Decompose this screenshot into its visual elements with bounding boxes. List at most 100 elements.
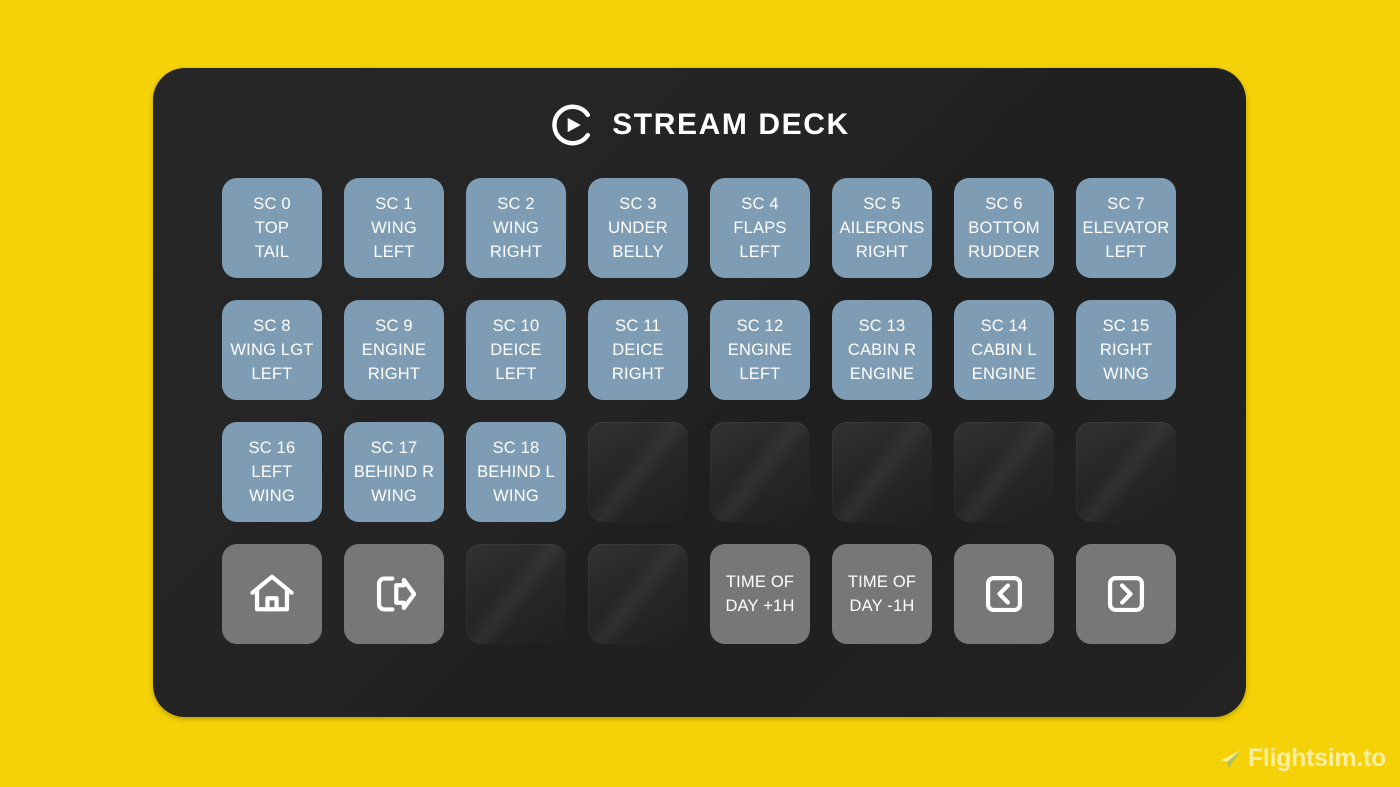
key-label-line: SC 0 [253, 195, 291, 213]
key-label-line: SC 7 [1107, 195, 1145, 213]
key-label-line: CABIN L [971, 341, 1037, 359]
flightsim-watermark: Flightsim.to [1219, 746, 1386, 771]
key-r1c1-sc-0-top-tail[interactable]: SC 0 TOP TAIL [222, 178, 322, 278]
elgato-logo-icon [549, 102, 595, 148]
key-r3c1-sc-16-left-wing[interactable]: SC 16 LEFT WING [222, 422, 322, 522]
key-label-line: UNDER [608, 219, 668, 237]
key-r1c6-sc-5-ailerons-right[interactable]: SC 5 AILERONS RIGHT [832, 178, 932, 278]
key-r1c4-sc-3-under-belly[interactable]: SC 3 UNDER BELLY [588, 178, 688, 278]
key-label-line: LEFT [739, 243, 781, 261]
key-label-line: SC 4 [741, 195, 779, 213]
key-r4c2-exit[interactable] [344, 544, 444, 644]
key-label-line: ENGINE [727, 341, 793, 359]
key-label-line: FLAPS [733, 219, 787, 237]
key-grid: SC 0 TOP TAIL SC 1 WING LEFT SC 2 WING RIGHT SC 3… [222, 178, 1176, 644]
key-r4c6-time-of-day-1h[interactable]: TIME OF DAY -1H [832, 544, 932, 644]
key-label-line: WING [493, 219, 539, 237]
key-label-line: LEFT [495, 365, 537, 383]
key-label-line: SC 15 [1102, 317, 1150, 335]
key-r3c8-empty [1076, 422, 1176, 522]
chevron-left-boxed-icon [978, 568, 1030, 620]
key-label-line: BELLY [612, 243, 664, 261]
key-label-line: LEFT [251, 365, 293, 383]
key-r1c7-sc-6-bottom-rudder[interactable]: SC 6 BOTTOM RUDDER [954, 178, 1054, 278]
key-label-line: RIGHT [855, 243, 909, 261]
key-label-line: SC 5 [863, 195, 901, 213]
key-r2c1-sc-8-wing-lgt-left[interactable]: SC 8 WING LGT LEFT [222, 300, 322, 400]
key-label-line: SC 6 [985, 195, 1023, 213]
key-label-line: TIME OF [725, 573, 795, 591]
watermark-text: Flightsim.to [1247, 744, 1386, 772]
key-label-line: RIGHT [367, 365, 421, 383]
key-r2c5-sc-12-engine-left[interactable]: SC 12 ENGINE LEFT [710, 300, 810, 400]
key-label-line: ENGINE [361, 341, 427, 359]
key-label-line: TOP [254, 219, 290, 237]
key-label-line: SC 9 [375, 317, 413, 335]
chevron-right-boxed-icon [1100, 568, 1152, 620]
key-r3c7-empty [954, 422, 1054, 522]
key-label-line: SC 10 [492, 317, 540, 335]
paper-plane-icon [1219, 747, 1243, 771]
key-r3c5-empty [710, 422, 810, 522]
key-label-line: TAIL [254, 243, 290, 261]
key-r4c3-empty [466, 544, 566, 644]
key-label-line: WING [493, 487, 539, 505]
key-r1c3-sc-2-wing-right[interactable]: SC 2 WING RIGHT [466, 178, 566, 278]
exit-icon [368, 568, 420, 620]
key-label-line: RIGHT [1099, 341, 1153, 359]
key-label-line: SC 3 [619, 195, 657, 213]
key-r2c2-sc-9-engine-right[interactable]: SC 9 ENGINE RIGHT [344, 300, 444, 400]
key-r2c3-sc-10-deice-left[interactable]: SC 10 DEICE LEFT [466, 300, 566, 400]
key-r3c6-empty [832, 422, 932, 522]
key-label-line: BEHIND L [477, 463, 555, 481]
key-label-line: LEFT [251, 463, 293, 481]
key-r4c7-chevron-left-boxed[interactable] [954, 544, 1054, 644]
key-label-line: DEICE [490, 341, 542, 359]
key-r3c2-sc-17-behind-r-wing[interactable]: SC 17 BEHIND R WING [344, 422, 444, 522]
key-label-line: DAY +1H [725, 597, 795, 615]
key-r4c8-chevron-right-boxed[interactable] [1076, 544, 1176, 644]
key-label-line: WING [371, 219, 417, 237]
key-label-line: SC 17 [370, 439, 418, 457]
key-label-line: TIME OF [847, 573, 917, 591]
key-label-line: WING [1103, 365, 1149, 383]
key-label-line: SC 8 [253, 317, 291, 335]
key-label-line: RUDDER [968, 243, 1040, 261]
brand-title: STREAM DECK [612, 108, 850, 141]
key-label-line: ENGINE [849, 365, 915, 383]
key-label-line: SC 1 [375, 195, 413, 213]
key-r1c2-sc-1-wing-left[interactable]: SC 1 WING LEFT [344, 178, 444, 278]
key-label-line: SC 2 [497, 195, 535, 213]
key-label-line: DAY -1H [849, 597, 915, 615]
key-label-line: LEFT [373, 243, 415, 261]
key-label-line: BEHIND R [353, 463, 435, 481]
key-label-line: WING LGT [230, 341, 314, 359]
stream-deck-device: STREAM DECK SC 0 TOP TAIL SC 1 WING LEFT SC 2 W… [153, 68, 1246, 717]
key-r3c3-sc-18-behind-l-wing[interactable]: SC 18 BEHIND L WING [466, 422, 566, 522]
key-label-line: SC 11 [615, 317, 661, 335]
key-label-line: SC 18 [492, 439, 540, 457]
key-label-line: SC 13 [858, 317, 906, 335]
key-label-line: DEICE [612, 341, 664, 359]
key-label-line: SC 12 [736, 317, 784, 335]
key-r4c4-empty [588, 544, 688, 644]
key-label-line: LEFT [739, 365, 781, 383]
key-label-line: SC 16 [248, 439, 296, 457]
key-r3c4-empty [588, 422, 688, 522]
brand-header: STREAM DECK [153, 100, 1246, 150]
key-label-line: WING [371, 487, 417, 505]
key-label-line: BOTTOM [968, 219, 1040, 237]
key-r4c5-time-of-day-1h[interactable]: TIME OF DAY +1H [710, 544, 810, 644]
key-r4c1-home[interactable] [222, 544, 322, 644]
key-label-line: WING [249, 487, 295, 505]
key-r2c8-sc-15-right-wing[interactable]: SC 15 RIGHT WING [1076, 300, 1176, 400]
key-label-line: SC 14 [980, 317, 1028, 335]
key-label-line: AILERONS [839, 219, 925, 237]
key-r1c5-sc-4-flaps-left[interactable]: SC 4 FLAPS LEFT [710, 178, 810, 278]
key-label-line: RIGHT [489, 243, 543, 261]
key-label-line: LEFT [1105, 243, 1147, 261]
